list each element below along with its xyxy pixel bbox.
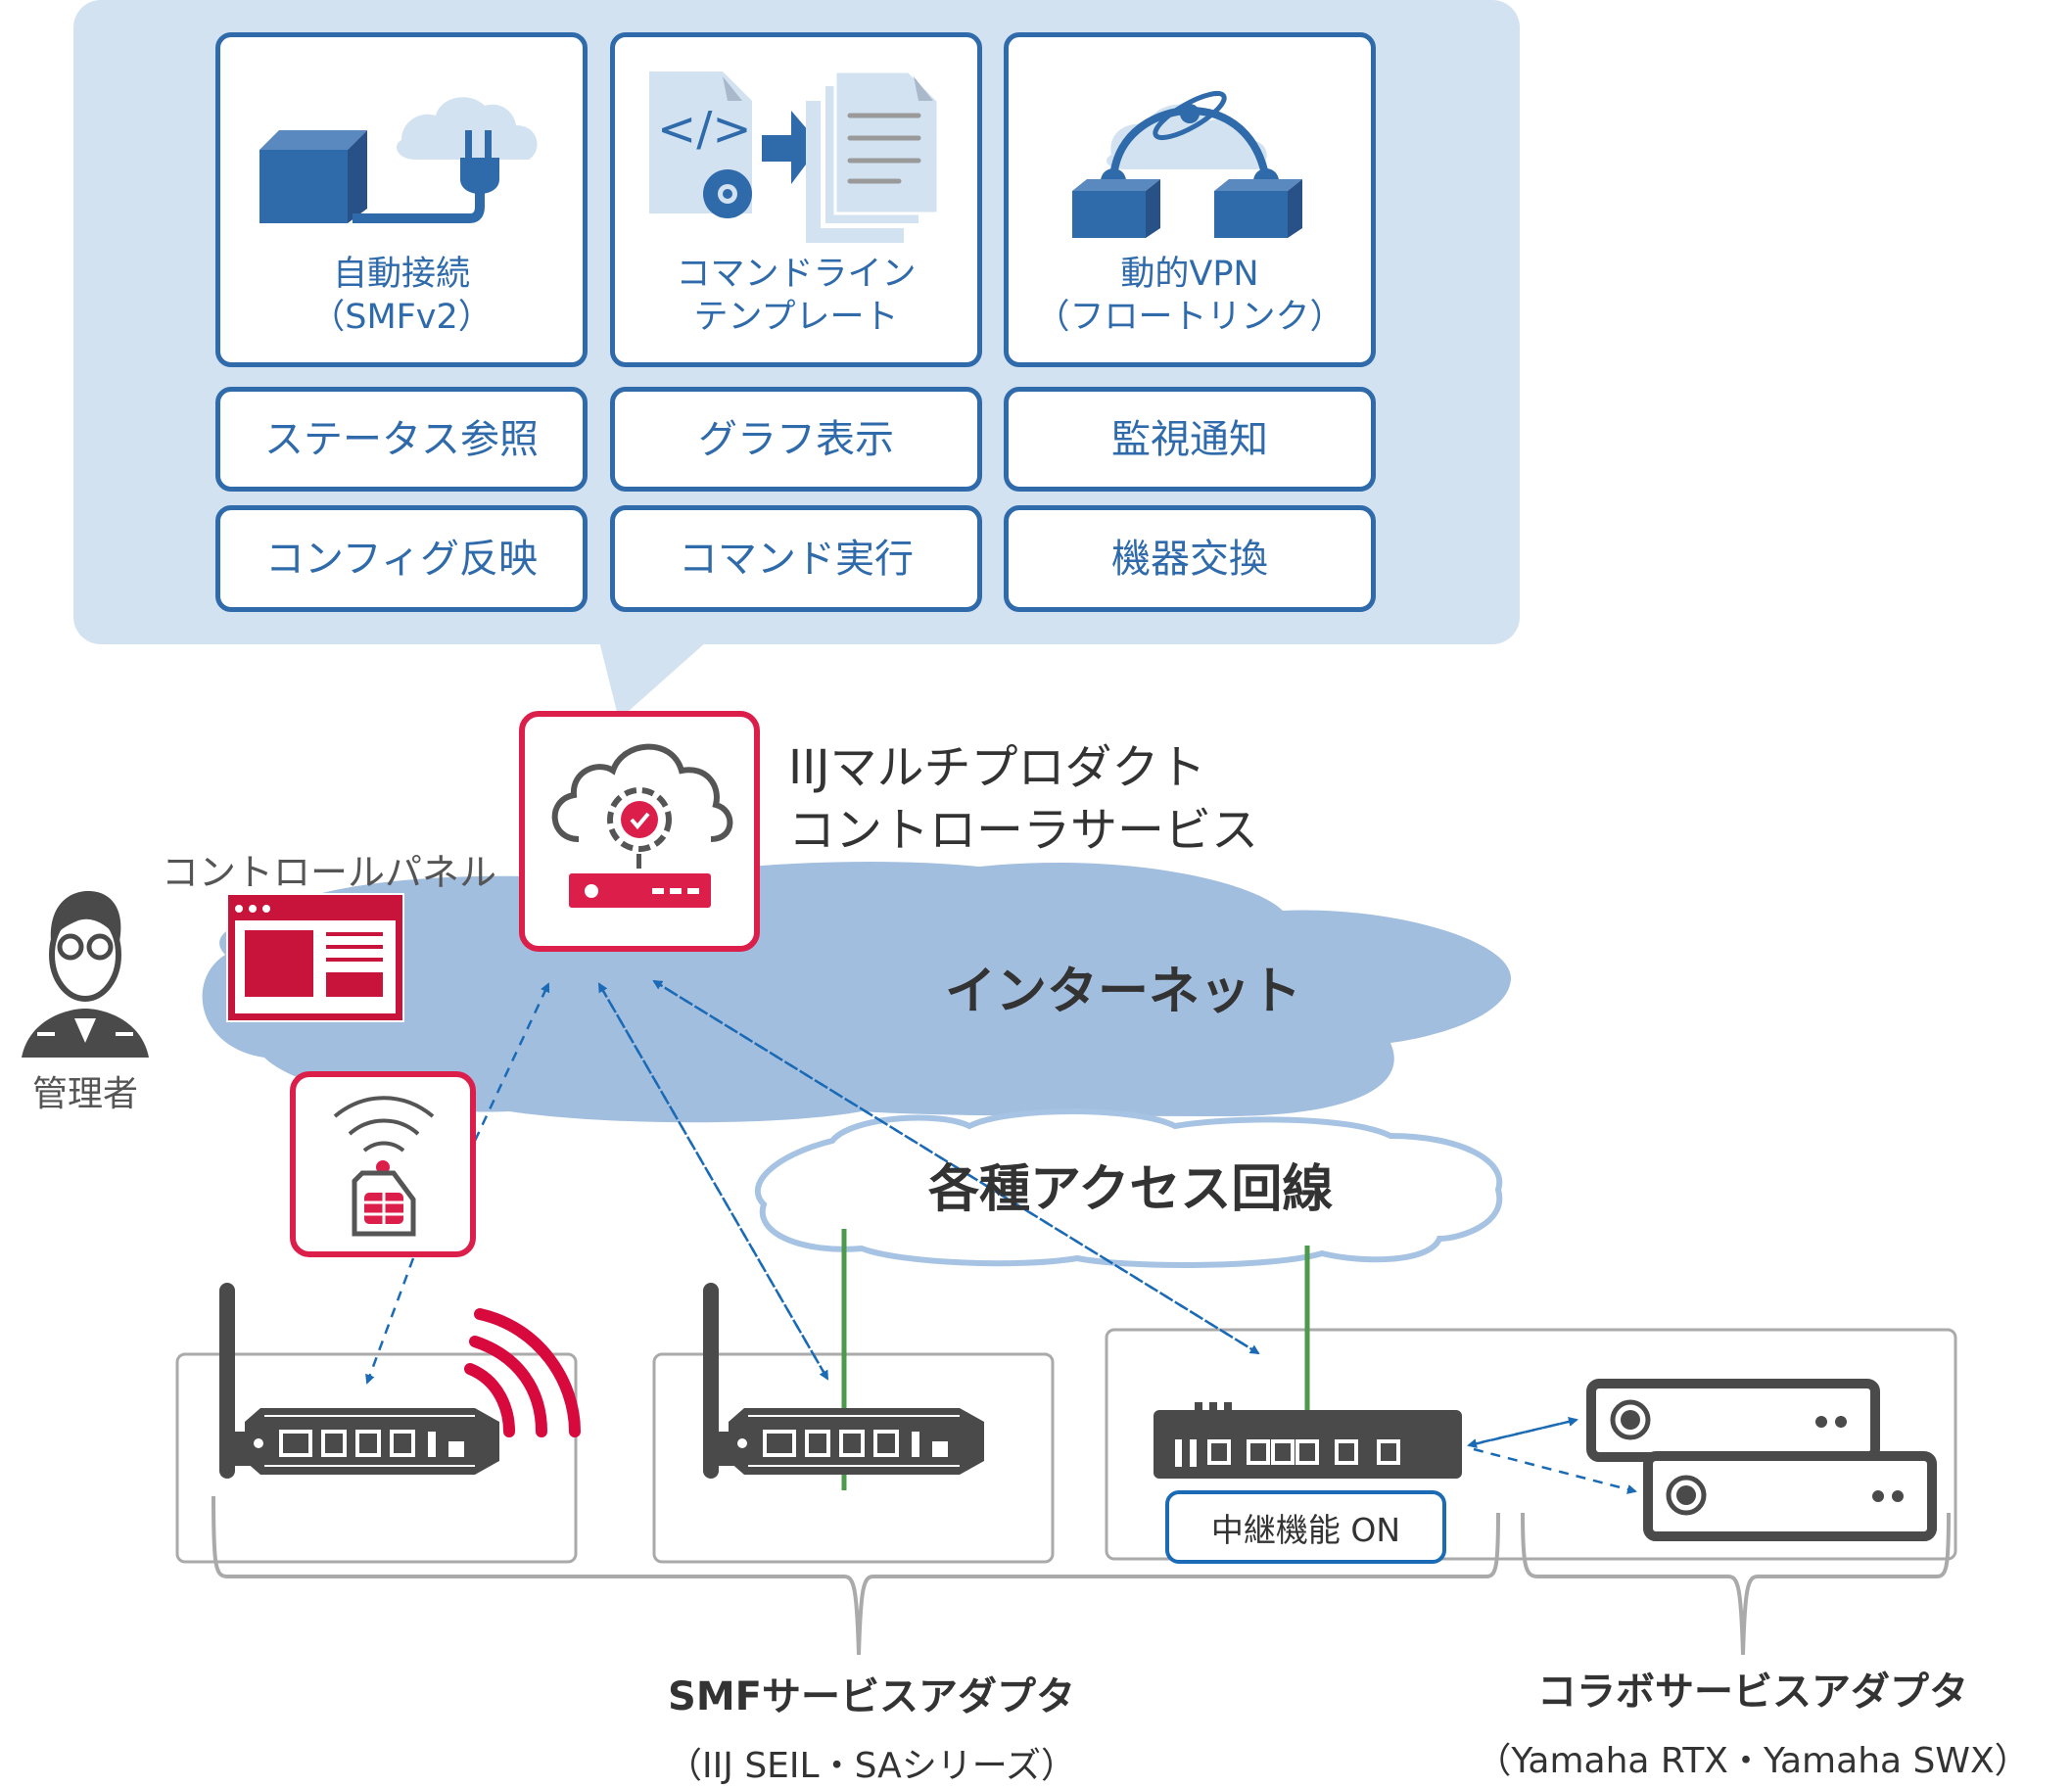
group-smf-title: SMFサービスアダプタ bbox=[668, 1674, 1075, 1719]
feature-label-line1: 動的VPN bbox=[1120, 255, 1259, 294]
controller-title: IIJマルチプロダクト コントローラサービス bbox=[788, 736, 1258, 862]
feature-label: グラフ表示 bbox=[698, 416, 894, 462]
yamaha-rtx-1-icon[interactable] bbox=[1586, 1379, 1880, 1462]
panel-tail bbox=[599, 641, 707, 720]
svg-text:</>: </> bbox=[657, 102, 752, 157]
admin-person-icon bbox=[22, 891, 149, 1058]
yamaha-rtx-2-icon[interactable] bbox=[1643, 1451, 1937, 1541]
control-panel-label: コントロールパネル bbox=[162, 851, 497, 894]
arrow-sim-to-router1 bbox=[365, 1257, 415, 1385]
feature-label: コンフィグ反映 bbox=[265, 536, 538, 582]
feature-status-view[interactable]: ステータス参照 bbox=[215, 387, 588, 492]
dynamic-vpn-icon bbox=[1072, 90, 1302, 238]
feature-label-line1: 自動接続 bbox=[332, 255, 470, 294]
internet-label: インターネット bbox=[945, 963, 1302, 1021]
feature-dynamic-vpn[interactable]: 動的VPN （フロートリンク） bbox=[1004, 32, 1376, 367]
arrow-sim-to-controller bbox=[473, 982, 550, 1142]
feature-config-apply[interactable]: コンフィグ反映 bbox=[215, 505, 588, 612]
controller-title-line2: コントローラサービス bbox=[788, 803, 1259, 858]
smf-router-2-frame bbox=[652, 1352, 1055, 1564]
arrow-yamaha1-switch bbox=[1467, 1418, 1578, 1449]
feature-device-replace[interactable]: 機器交換 bbox=[1004, 505, 1376, 612]
smf-router-1-frame bbox=[175, 1352, 578, 1564]
feature-auto-connect[interactable]: 自動接続 （SMFv2） bbox=[215, 32, 588, 367]
feature-label: 機器交換 bbox=[1111, 536, 1268, 582]
smf-router-1-icon[interactable] bbox=[219, 1283, 499, 1479]
bracket-collab bbox=[1521, 1512, 1951, 1656]
feature-graph-view[interactable]: グラフ表示 bbox=[610, 387, 982, 492]
feature-command-template[interactable]: </> コマンドライン テンプレート bbox=[610, 32, 982, 367]
relay-function-badge: 中継機能 ON bbox=[1165, 1490, 1446, 1564]
feature-label-line1: コマンドライン bbox=[676, 255, 917, 294]
group-collab-subtitle: （Yamaha RTX・Yamaha SWX） bbox=[1476, 1741, 2030, 1781]
arrow-controller-router2 bbox=[597, 983, 829, 1381]
bracket-smf bbox=[212, 1495, 1500, 1656]
sim-box[interactable] bbox=[290, 1071, 476, 1257]
group-collab-title: コラボサービスアダプタ bbox=[1537, 1670, 1968, 1715]
auto-connect-icon bbox=[259, 97, 538, 223]
sim-card-icon bbox=[333, 1096, 435, 1237]
collab-frame bbox=[1105, 1328, 1957, 1561]
group-smf: SMFサービスアダプタ （IIJ SEIL・SAシリーズ） bbox=[568, 1665, 1175, 1788]
feature-label-line2: （フロートリンク） bbox=[1035, 298, 1344, 337]
command-template-icon: </> bbox=[649, 71, 940, 243]
feature-label: コマンド実行 bbox=[679, 536, 914, 582]
admin-label: 管理者 bbox=[32, 1074, 139, 1114]
yamaha-switch-icon[interactable] bbox=[1154, 1402, 1462, 1479]
controller-title-line1: IIJマルチプロダクト bbox=[788, 740, 1206, 795]
controller-box[interactable] bbox=[519, 711, 760, 952]
smf-router-2-icon[interactable] bbox=[703, 1283, 984, 1479]
access-lines-label: 各種アクセス回線 bbox=[928, 1160, 1334, 1219]
arrow-collab-controller bbox=[652, 979, 1259, 1355]
cloud-controller-icon bbox=[551, 743, 733, 908]
feature-label-line2: （SMFv2） bbox=[310, 298, 493, 337]
control-panel-window-icon[interactable] bbox=[226, 893, 404, 1022]
access-cloud bbox=[755, 1108, 1503, 1268]
feature-label: 監視通知 bbox=[1111, 416, 1268, 462]
feature-label-line2: テンプレート bbox=[693, 298, 899, 337]
group-collab: コラボサービスアダプタ （Yamaha RTX・Yamaha SWX） bbox=[1449, 1660, 2056, 1783]
feature-monitor-notify[interactable]: 監視通知 bbox=[1004, 387, 1376, 492]
feature-label: ステータス参照 bbox=[264, 416, 539, 462]
wireless-signal-icon bbox=[464, 1308, 581, 1437]
group-smf-subtitle: （IIJ SEIL・SAシリーズ） bbox=[667, 1746, 1076, 1786]
feature-command-exec[interactable]: コマンド実行 bbox=[610, 505, 982, 612]
